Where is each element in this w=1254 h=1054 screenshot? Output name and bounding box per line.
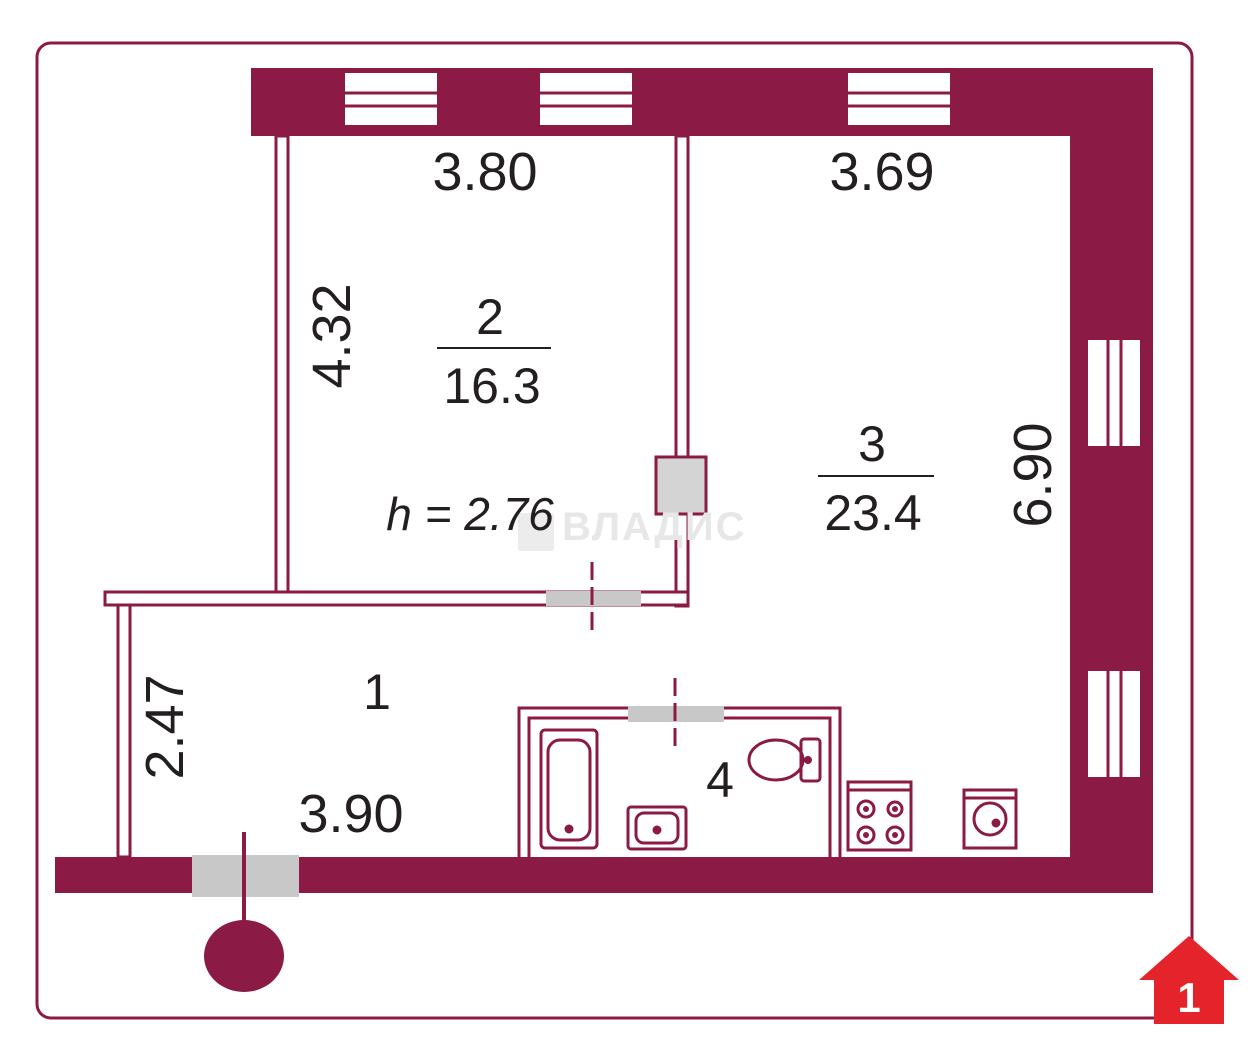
window-right-1 [1088, 340, 1140, 446]
plan-frame [35, 41, 1194, 1020]
room2-width-label: 3.80 [432, 142, 537, 202]
exterior-walls [55, 68, 1153, 893]
room2-depth-label: 4.32 [302, 283, 362, 388]
window-top-2 [540, 73, 632, 125]
doors [192, 562, 724, 897]
ceiling-height-label: h = 2.76 [386, 488, 554, 540]
floor-badge-icon: 1 [1139, 936, 1239, 1024]
room-1-number: 1 [363, 664, 391, 720]
sink-icon [626, 805, 688, 851]
room-3-area: 23.4 [824, 485, 921, 541]
window-top-3 [848, 73, 950, 125]
hall-depth-label: 2.47 [135, 674, 195, 779]
ventilation-shaft [654, 455, 708, 516]
room-2-number: 2 [476, 289, 504, 345]
room3-width-label: 3.69 [829, 142, 934, 202]
watermark: ВЛАДИС [518, 505, 746, 551]
room-2-area: 16.3 [443, 358, 540, 414]
stove-icon [846, 780, 913, 852]
windows [345, 73, 1140, 777]
watermark-text: ВЛАДИС [562, 505, 746, 549]
washing-machine-icon [962, 788, 1018, 850]
room-3-number: 3 [858, 416, 886, 472]
toilet-icon [747, 737, 822, 783]
floor-badge-number: 1 [1177, 974, 1200, 1021]
entrance-marker-icon [204, 832, 284, 992]
window-top-1 [345, 73, 437, 125]
room-4-number: 4 [706, 752, 734, 808]
interior-partitions [103, 134, 690, 859]
bathtub-icon [539, 728, 599, 850]
hall-width-label: 3.90 [298, 784, 403, 844]
window-right-2 [1088, 671, 1140, 777]
room3-depth-label: 6.90 [1003, 422, 1063, 527]
